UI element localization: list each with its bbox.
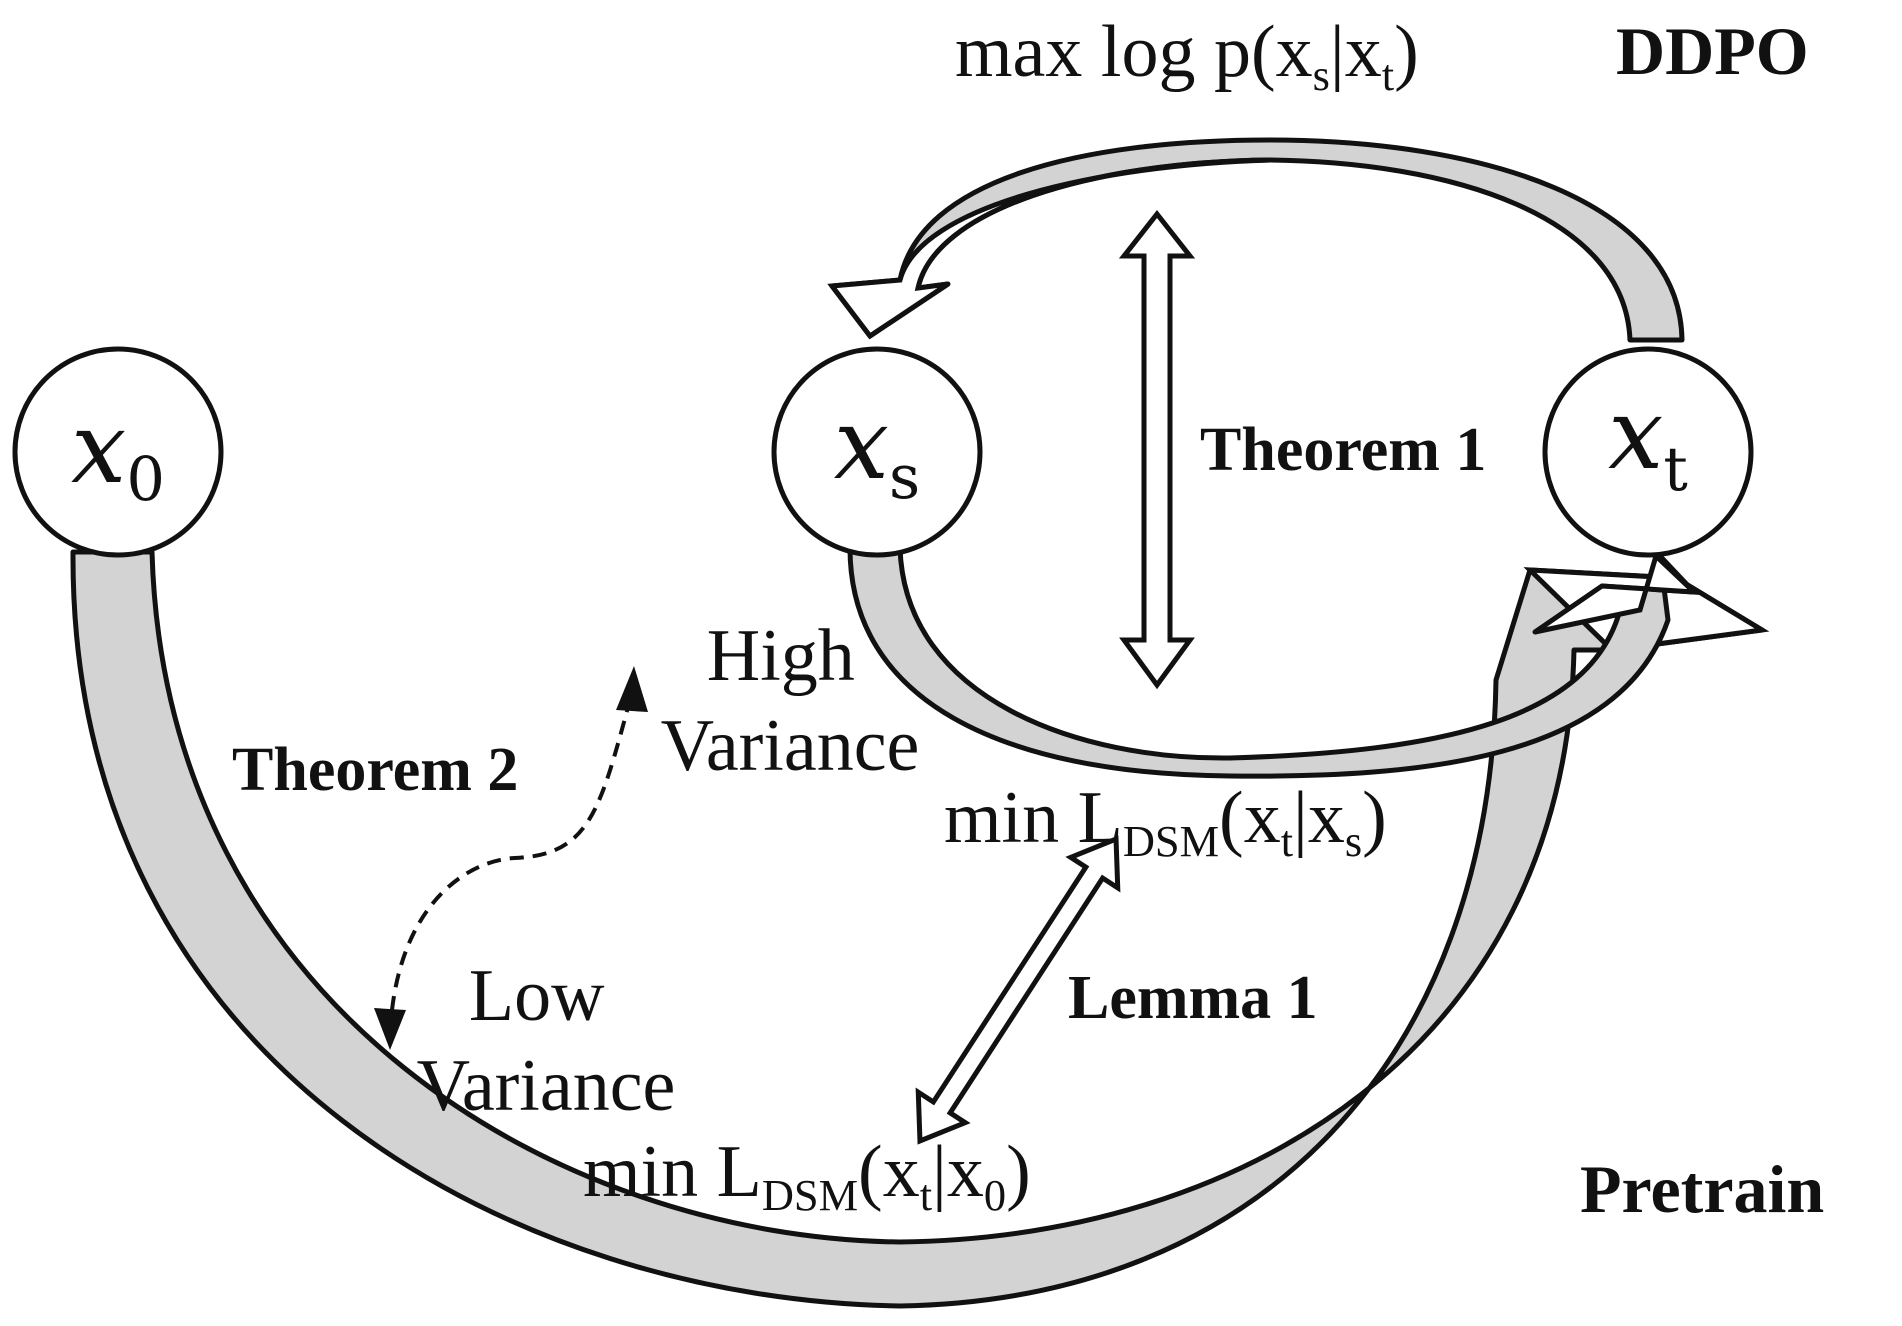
theorem2-arrowhead-bottom xyxy=(374,1008,406,1050)
svg-text:x0: x0 xyxy=(71,392,165,515)
lemma1-double-arrow xyxy=(915,835,1121,1145)
ddpo-label: DDPO xyxy=(1616,13,1809,89)
theorem2-dashed-arrow xyxy=(390,699,632,1011)
node-xt: xt xyxy=(1542,346,1754,558)
svg-text:xs: xs xyxy=(834,388,920,513)
theorem1-double-arrow xyxy=(1118,209,1196,690)
high-variance-label: High Variance xyxy=(661,615,920,787)
theorem2-label: Theorem 2 xyxy=(232,736,518,804)
ddpo-loop-band xyxy=(829,137,1685,343)
dsm-objective-x0: min LDSM(xt|x0) xyxy=(583,1131,1031,1220)
node-xs: xs xyxy=(771,346,983,558)
ddpo-loop-arrow xyxy=(827,157,1271,340)
lemma1-label: Lemma 1 xyxy=(1068,964,1318,1032)
svg-text:xt: xt xyxy=(1608,378,1688,505)
theorem2-arrowhead-top xyxy=(616,666,648,712)
low-variance-label: Low Variance xyxy=(417,955,676,1127)
pretrain-label: Pretrain xyxy=(1580,1151,1824,1227)
ddpo-objective: max log p(xs|xt) xyxy=(955,11,1419,100)
theorem1-label: Theorem 1 xyxy=(1200,416,1486,484)
dsm-objective-xs: min LDSM(xt|xs) xyxy=(944,777,1387,866)
node-x0: x0 xyxy=(12,346,224,558)
dsm-loop-arrow xyxy=(1533,551,1701,635)
